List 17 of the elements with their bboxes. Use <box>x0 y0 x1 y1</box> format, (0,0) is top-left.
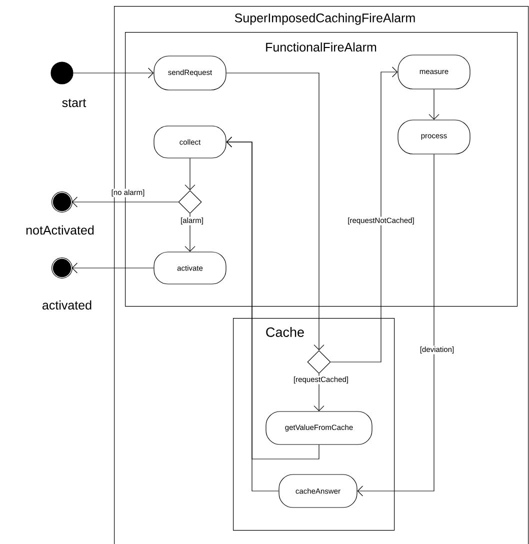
decision-diamond <box>178 190 202 214</box>
arrow <box>357 154 434 496</box>
arrow <box>330 66 398 362</box>
arrow <box>428 89 440 120</box>
final-node: notActivated <box>26 192 94 235</box>
initial-node: start <box>50 62 86 108</box>
node-label: activated <box>42 300 92 310</box>
final-node: activated <box>42 258 92 310</box>
arrow <box>226 72 324 350</box>
node-label: start <box>62 98 86 108</box>
node-label: notActivated <box>26 225 94 235</box>
arrow <box>73 68 154 78</box>
arrow <box>72 196 178 208</box>
decision-diamond <box>307 350 331 374</box>
arrow <box>184 158 196 190</box>
arrow <box>226 136 279 492</box>
arrow <box>72 262 154 274</box>
